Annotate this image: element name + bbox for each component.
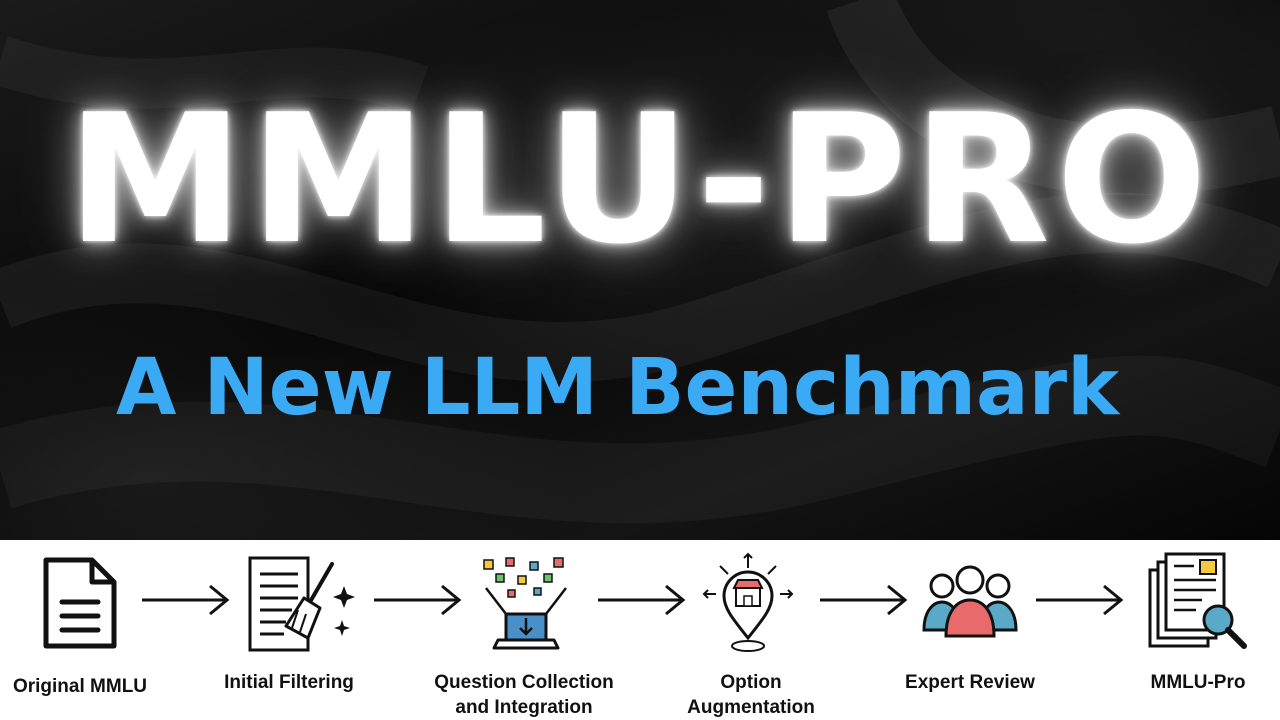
arrow-icon <box>1036 584 1124 616</box>
step-label-augmentation: Option Augmentation <box>687 672 815 718</box>
step-label-result: MMLU-Pro <box>1150 672 1246 693</box>
fabric-background <box>0 0 1280 524</box>
location-store-icon <box>702 552 794 652</box>
document-icon <box>43 557 117 649</box>
step-label-review: Expert Review <box>905 672 1035 693</box>
hero-banner: MMLU-PRO A New LLM Benchmark <box>0 0 1280 540</box>
step-label-filtering: Initial Filtering <box>224 672 354 693</box>
documents-search-icon <box>1148 552 1247 649</box>
step-label-collection: Question Collection and Integration <box>434 672 614 718</box>
people-group-icon <box>922 565 1018 638</box>
step-label-original: Original MMLU <box>12 676 148 697</box>
arrow-icon <box>374 584 462 616</box>
subtitle: A New LLM Benchmark <box>116 343 1119 433</box>
main-title: MMLU-PRO <box>66 76 1214 283</box>
arrow-icon <box>142 584 230 616</box>
arrow-icon <box>820 584 908 616</box>
arrow-icon <box>598 584 686 616</box>
filter-broom-icon <box>248 556 355 652</box>
collection-laptop-icon <box>483 557 567 650</box>
pipeline-diagram: Original MMLU Initial Filtering <box>0 540 1280 720</box>
